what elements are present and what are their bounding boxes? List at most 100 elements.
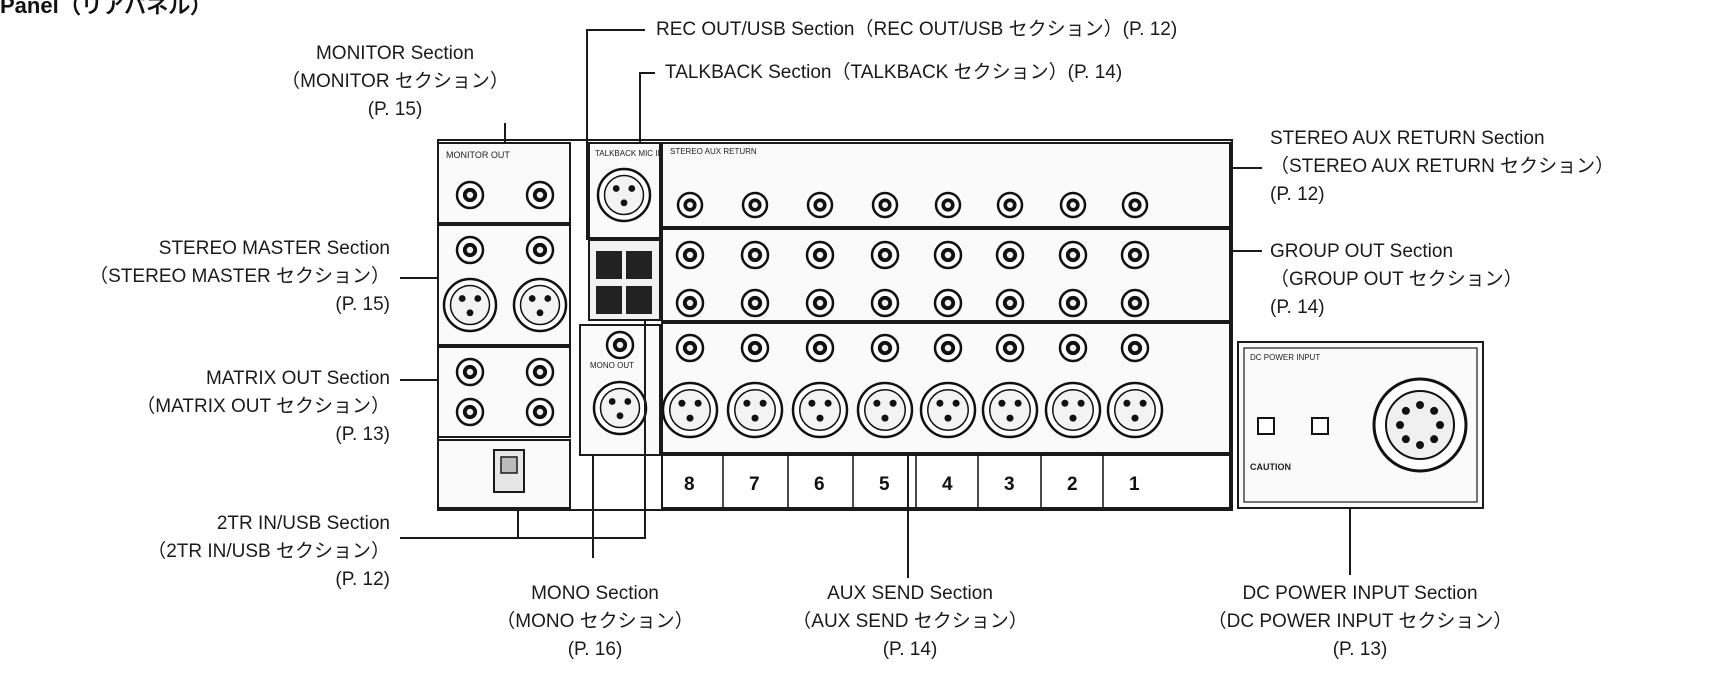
aux-send-xlr-2-pin-1	[743, 399, 751, 407]
dc-power-panel-label: DC POWER INPUT	[1250, 353, 1320, 362]
channel-number-8: 8	[684, 474, 695, 495]
group-out-jack-b-7-tip	[1069, 299, 1077, 307]
monitor-jacks	[442, 180, 568, 427]
group-out-jack-a-5-tip	[944, 251, 952, 259]
dc-pin-2	[1430, 435, 1439, 444]
mono-xlr-pin-1	[608, 398, 616, 405]
callout-stereo-aux-return: STEREO AUX RETURN Section （STEREO AUX RE…	[1270, 128, 1615, 205]
aux-send-jacks	[675, 333, 1150, 363]
rec-out-rca-l-2	[596, 286, 622, 314]
talkback-xlr-pin-3	[620, 199, 628, 207]
dc-pin-1	[1436, 421, 1444, 429]
aux-return-jack-3-tip	[817, 202, 823, 208]
dc-connector-inner	[1385, 390, 1455, 460]
rec-out-rca-l-1	[596, 251, 622, 279]
aux-send-xlr-6-inner	[989, 389, 1031, 431]
aux-send-jack-2-tip	[751, 344, 759, 352]
aux-send-xlr-5-pin-2	[952, 399, 960, 407]
dc-screw-left	[1257, 417, 1275, 435]
talkback-xlr-pin-1	[612, 185, 620, 192]
aux-send-xlr-4-pin-2	[889, 399, 897, 407]
aux-send-jack-6-tip	[1006, 344, 1014, 352]
aux-return-jack-8-tip	[1132, 202, 1138, 208]
aux-send-jack-7-tip	[1069, 344, 1077, 352]
master-xlr-l-inner	[449, 284, 491, 326]
aux-send-xlr-2-pin-3	[751, 414, 759, 422]
dc-pin-5	[1396, 421, 1404, 429]
master-xlr-l-pin-3	[466, 309, 474, 317]
leader-two-tr	[400, 320, 646, 539]
aux-send-xlr-6-pin-3	[1006, 414, 1014, 422]
dc-pin-8	[1430, 406, 1439, 415]
aux-send-xlr-8-inner	[1114, 389, 1156, 431]
group-out-jack-b-3-tip	[816, 299, 824, 307]
aux-send-xlr-4-pin-1	[873, 399, 881, 407]
aux-send-jack-1-tip	[686, 344, 694, 352]
master-xlr-r-pin-2	[544, 295, 552, 302]
channel-number-6: 6	[814, 474, 825, 495]
callout-aux-send: AUX SEND Section （AUX SEND セクション） (P. 14…	[792, 583, 1028, 660]
talkback-jacks	[592, 167, 652, 436]
matrix-jack-1-tip	[466, 368, 474, 376]
matrix-jack-3-tip	[466, 408, 474, 416]
mono-xlr-pin-2	[624, 398, 632, 405]
panel-outline	[437, 139, 1233, 511]
callout-two-tr-usb: 2TR IN/USB Section （2TR IN/USB セクション） (P…	[147, 513, 390, 590]
dc-screw-right	[1311, 417, 1329, 435]
group-out-jack-b-4-tip	[881, 299, 889, 307]
callout-dc-power: DC POWER INPUT Section （DC POWER INPUT セ…	[1207, 583, 1513, 660]
channel-number-4: 4	[942, 474, 953, 495]
monitor-jack-r-tip	[536, 191, 544, 199]
master-xlr-r-pin-3	[536, 309, 544, 317]
group-out-jack-b-5-tip	[944, 299, 952, 307]
talkback-mic-label: TALKBACK MIC IN	[595, 149, 664, 158]
aux-send-jack-4-tip	[881, 344, 889, 352]
aux-send-xlr-1-pin-3	[686, 414, 694, 422]
mono-jack-tip	[616, 341, 624, 349]
aux-send-xlr-1-inner	[669, 389, 711, 431]
aux-send-xlr-8-pin-2	[1139, 399, 1147, 407]
aux-return-jack-7-tip	[1070, 202, 1076, 208]
aux-send-xlr-3-pin-3	[816, 414, 824, 422]
group-out-jack-b-1-tip	[686, 299, 694, 307]
channel-number-1: 1	[1129, 474, 1140, 495]
dc-pin-6	[1401, 406, 1410, 415]
aux-send-xlr-3-pin-1	[808, 399, 816, 407]
group-out-jacks	[675, 240, 1150, 318]
mono-out-label: MONO OUT	[590, 361, 634, 370]
master-xlr-l-pin-2	[474, 295, 482, 302]
master-xlr-l-pin-1	[458, 295, 466, 302]
monitor-module	[437, 142, 571, 224]
aux-send-jack-8-tip	[1131, 344, 1139, 352]
channel-number-5: 5	[879, 474, 890, 495]
monitor-jack-l-tip	[466, 191, 474, 199]
aux-send-xlr-1-pin-1	[678, 399, 686, 407]
group-out-jack-b-6-tip	[1006, 299, 1014, 307]
group-out-jack-a-2-tip	[751, 251, 759, 259]
matrix-jack-2-tip	[536, 368, 544, 376]
stereo-aux-return-label: STEREO AUX RETURN	[670, 147, 757, 156]
aux-send-xlr-7-inner	[1052, 389, 1094, 431]
master-jack-l-tip	[466, 246, 474, 254]
callout-stereo-master: STEREO MASTER Section （STEREO MASTER セクシ…	[89, 238, 390, 315]
mono-xlr-inner	[599, 387, 641, 429]
callout-group-out: GROUP OUT Section （GROUP OUT セクション） (P. …	[1270, 241, 1523, 318]
aux-send-xlr-4-pin-3	[881, 414, 889, 422]
aux-send-jack-5-tip	[944, 344, 952, 352]
master-xlr-r-inner	[519, 284, 561, 326]
mono-xlr-pin-3	[616, 412, 624, 420]
aux-send-xlr-5-inner	[927, 389, 969, 431]
dc-pin-7	[1416, 401, 1424, 409]
aux-send-xlr-7-pin-2	[1077, 399, 1085, 407]
aux-send-jack-3-tip	[816, 344, 824, 352]
talkback-xlr-pin-2	[628, 185, 636, 192]
aux-return-jack-6-tip	[1007, 202, 1013, 208]
aux-send-xlr-3-inner	[799, 389, 841, 431]
group-out-jack-a-4-tip	[881, 251, 889, 259]
channel-number-strip	[661, 454, 1231, 509]
rec-out-rca-r-2	[626, 286, 652, 314]
aux-send-xlr-3-pin-2	[824, 399, 832, 407]
